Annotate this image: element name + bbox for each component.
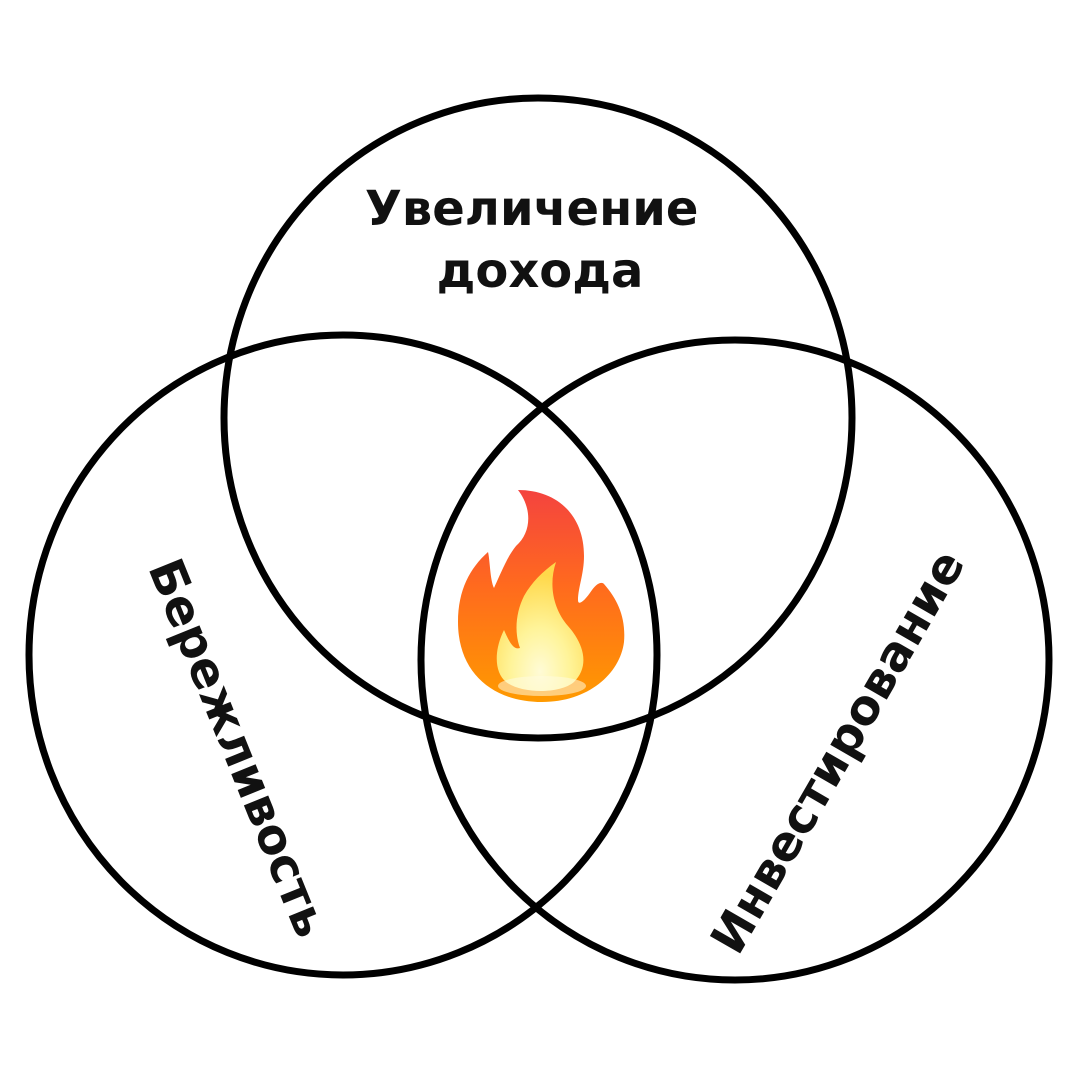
label-thrift: Бережливость bbox=[137, 551, 340, 945]
circle-thrift bbox=[25, 331, 661, 979]
circle-investing bbox=[417, 336, 1053, 984]
label-income: Увеличение дохода bbox=[365, 181, 715, 299]
label-income-line-2: дохода bbox=[437, 243, 644, 299]
fire-icon bbox=[458, 490, 625, 702]
label-investing: Инвестирование bbox=[700, 541, 976, 964]
circle-income bbox=[220, 94, 856, 742]
label-income-line-1: Увеличение bbox=[365, 181, 699, 237]
